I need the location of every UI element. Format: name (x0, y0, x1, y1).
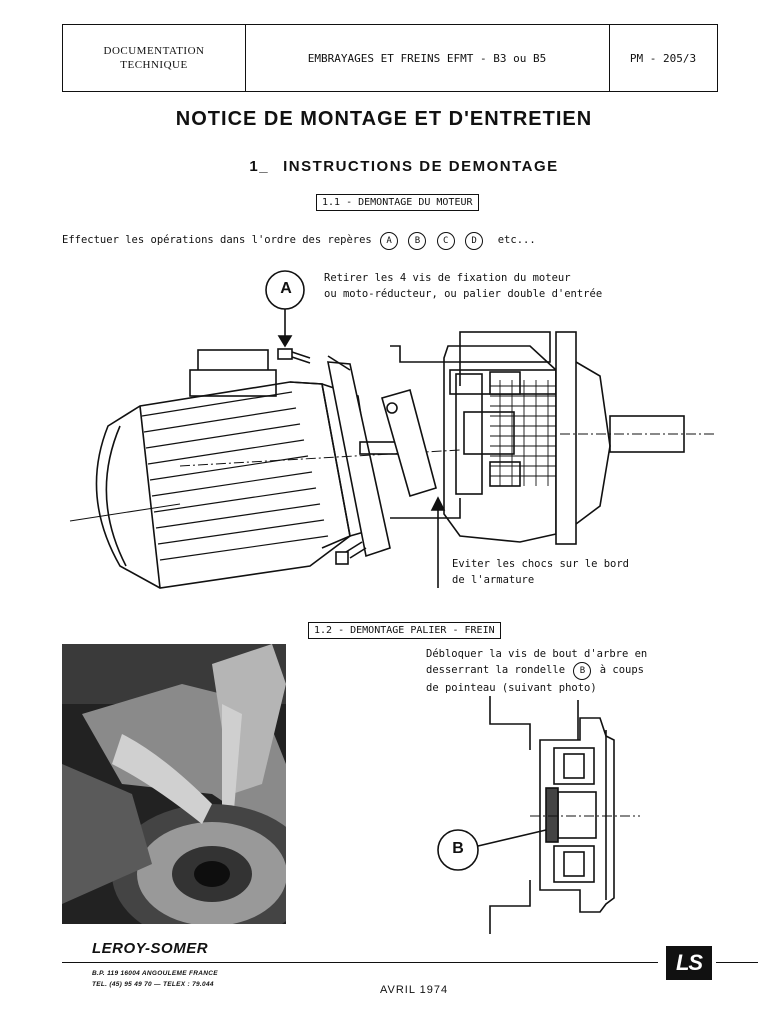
mark-b: B (408, 232, 427, 250)
note-remove-screws-line1: Retirer les 4 vis de fixation du moteur (324, 272, 571, 284)
brand-name: LEROY-SOMER (92, 940, 209, 957)
subsection-1-1-label: 1.1 - DEMONTAGE DU MOTEUR (316, 194, 479, 211)
header-department-line2: TECHNIQUE (120, 59, 188, 71)
publication-date: AVRIL 1974 (380, 984, 449, 996)
note-remove-screws: Retirer les 4 vis de fixation du moteur … (324, 270, 602, 302)
company-logo: LS (666, 946, 712, 980)
intro-paragraph: Effectuer les opérations dans l'ordre de… (62, 232, 536, 250)
callout-b-label: B (452, 840, 464, 857)
intro-end: etc... (497, 234, 536, 246)
mark-d: D (465, 232, 484, 250)
footer-address-line1: B.P. 119 16004 ANGOULEME FRANCE (92, 970, 218, 977)
intro-text: Effectuer les opérations dans l'ordre de… (62, 234, 372, 246)
callout-b-circle (437, 829, 479, 871)
brake-bearing-section-drawing (437, 696, 640, 934)
note-loosen-screw-line1: Débloquer la vis de bout d'arbre en (426, 648, 648, 660)
header-subject: EMBRAYAGES ET FREINS EFMT - B3 ou B5 (245, 25, 610, 91)
mark-a: A (380, 232, 399, 250)
header-department: DOCUMENTATION TECHNIQUE (63, 25, 246, 91)
footer-rule-right (716, 962, 758, 963)
footer-rule (62, 962, 658, 963)
header-department-line1: DOCUMENTATION (103, 45, 205, 57)
section-1-title: INSTRUCTIONS DE DEMONTAGE (283, 158, 559, 175)
header-reference: PM - 205/3 (629, 51, 697, 65)
footer-address: B.P. 119 16004 ANGOULEME FRANCE TEL. (45… (92, 968, 218, 990)
note-loosen-screw: Débloquer la vis de bout d'arbre en dess… (426, 646, 647, 696)
callout-a-label: A (280, 280, 292, 297)
note-line2-pre: desserrant la rondelle (426, 664, 566, 676)
hammer-and-punch-photo (62, 644, 286, 924)
section-1-heading: 1_ INSTRUCTIONS DE DEMONTAGE (0, 158, 768, 175)
washer-mark-b: B (573, 662, 592, 680)
mark-c: C (436, 232, 455, 250)
document-header: DOCUMENTATION TECHNIQUE EMBRAYAGES ET FR… (62, 24, 718, 92)
footer-address-line2: TEL. (45) 95 49 70 — TELEX : 79.044 (92, 981, 214, 988)
note-loosen-screw-line3: de pointeau (suivant photo) (426, 682, 597, 694)
note-avoid-shocks-line1: Eviter les chocs sur le bord (452, 558, 630, 570)
note-line2-post: à coups (599, 664, 644, 676)
page-title: NOTICE DE MONTAGE ET D'ENTRETIEN (175, 108, 593, 130)
note-avoid-shocks-line2: de l'armature (452, 574, 535, 586)
note-remove-screws-line2: ou moto-réducteur, ou palier double d'en… (324, 288, 603, 300)
motor-disassembly-drawing (69, 270, 716, 589)
photo-illustration (62, 644, 286, 924)
section-1-number: 1_ (249, 158, 270, 175)
subsection-1-2-label: 1.2 - DEMONTAGE PALIER - FREIN (308, 622, 501, 639)
note-loosen-screw-line2: desserrant la rondelle B à coups (426, 662, 647, 680)
note-avoid-shocks: Eviter les chocs sur le bord de l'armatu… (452, 556, 629, 588)
